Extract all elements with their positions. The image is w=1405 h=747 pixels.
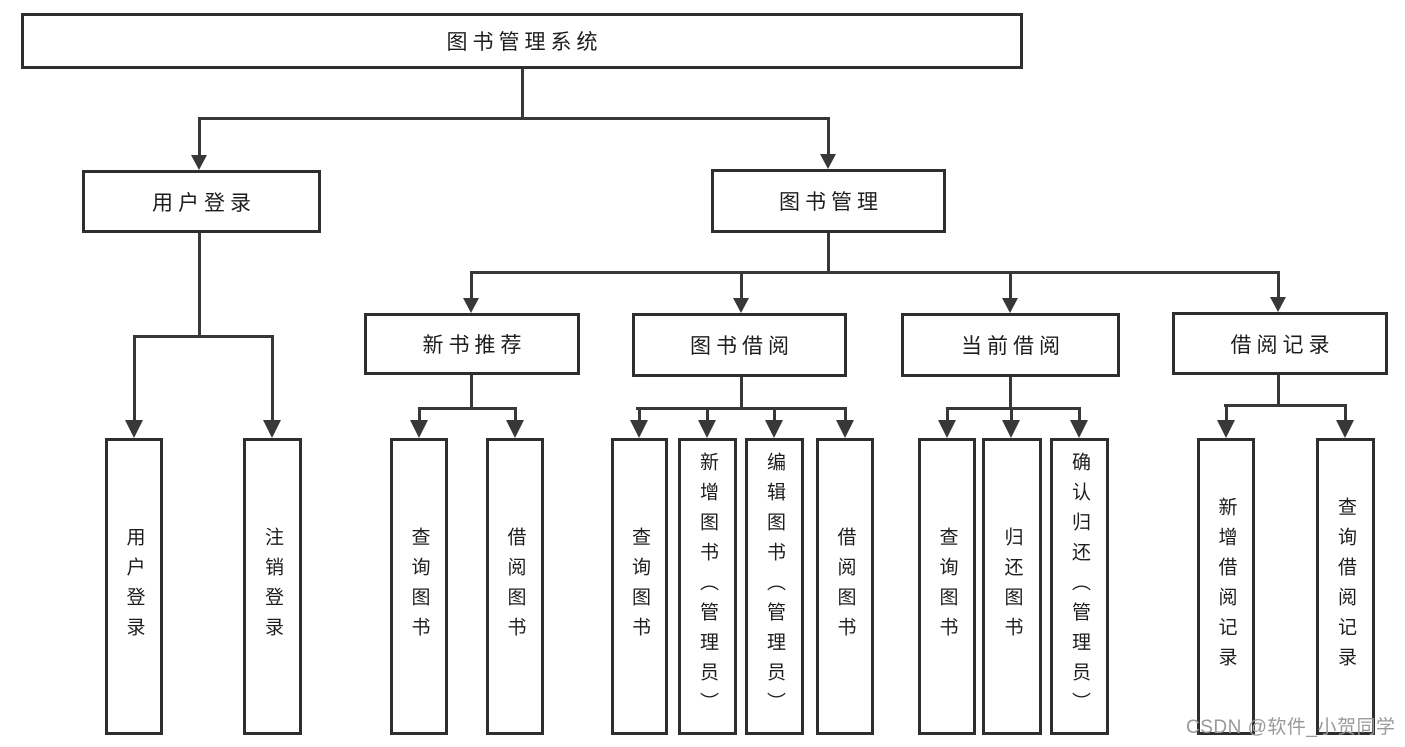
arrowhead-down-icon — [125, 420, 143, 438]
node-label: 图书管理 — [779, 191, 883, 214]
connector-line — [740, 271, 743, 300]
leaf-return-books: 归还图书 — [982, 438, 1042, 735]
node-label: 新书推荐 — [422, 334, 527, 357]
node-label: 借阅图书 — [504, 526, 526, 647]
arrowhead-down-icon — [1270, 297, 1286, 312]
leaf-borrow-books-recommend: 借阅图书 — [486, 438, 544, 735]
arrowhead-down-icon — [820, 154, 836, 169]
node-new-book-recommendation: 新书推荐 — [364, 313, 580, 375]
leaf-query-books-borrow: 查询图书 — [611, 438, 668, 735]
arrowhead-down-icon — [630, 420, 648, 438]
connector-line — [271, 336, 274, 422]
connector-line — [470, 271, 473, 300]
leaf-edit-book-admin: 编辑图书（管理员） — [745, 438, 804, 735]
connector-line — [470, 271, 1280, 274]
node-label: 用户登录 — [152, 191, 256, 215]
connector-line — [1277, 375, 1280, 406]
arrowhead-down-icon — [836, 420, 854, 438]
node-label: 编辑图书（管理员） — [764, 451, 785, 722]
node-label: 用户登录 — [123, 526, 145, 647]
node-current-borrowing: 当前借阅 — [901, 313, 1120, 377]
arrowhead-down-icon — [1070, 420, 1088, 438]
arrowhead-down-icon — [765, 420, 783, 438]
connector-line — [844, 407, 847, 421]
connector-line — [198, 117, 830, 120]
connector-line — [133, 335, 274, 338]
node-label: 归还图书 — [1001, 526, 1023, 647]
connector-line — [946, 407, 1080, 410]
node-book-borrowing: 图书借阅 — [632, 313, 847, 377]
node-user-login: 用户登录 — [82, 170, 321, 233]
node-label: 借阅图书 — [834, 526, 856, 647]
connector-line — [418, 407, 517, 410]
node-label: 确认归还（管理员） — [1069, 451, 1090, 722]
node-label: 查询图书 — [629, 526, 650, 647]
connector-line — [1224, 404, 1346, 407]
leaf-query-books-current: 查询图书 — [918, 438, 976, 735]
connector-line — [706, 407, 709, 421]
arrowhead-down-icon — [506, 420, 524, 438]
arrowhead-down-icon — [1002, 420, 1020, 438]
node-label: 图书管理系统 — [446, 31, 603, 54]
leaf-logout: 注销登录 — [243, 438, 302, 735]
node-label: 查询图书 — [408, 526, 430, 647]
arrowhead-down-icon — [1002, 298, 1018, 313]
leaf-query-borrow-record: 查询借阅记录 — [1316, 438, 1375, 735]
node-label: 注销登录 — [262, 526, 283, 647]
node-label: 新增图书（管理员） — [697, 451, 718, 722]
arrowhead-down-icon — [1336, 420, 1354, 438]
connector-line — [1078, 407, 1081, 421]
connector-line — [1009, 271, 1012, 300]
connector-line — [418, 407, 421, 421]
node-label: 查询借阅记录 — [1335, 496, 1356, 677]
node-label: 当前借阅 — [961, 335, 1065, 358]
watermark: CSDN @软件_小贺同学 — [1186, 717, 1396, 738]
connector-line — [946, 407, 949, 421]
node-label: 查询图书 — [936, 526, 958, 647]
connector-line — [514, 407, 517, 421]
connector-line — [198, 117, 201, 155]
node-label: 借阅记录 — [1230, 333, 1335, 357]
connector-line — [198, 233, 201, 336]
node-library-system: 图书管理系统 — [21, 13, 1023, 69]
arrowhead-down-icon — [698, 420, 716, 438]
arrowhead-down-icon — [191, 155, 207, 170]
connector-line — [827, 117, 830, 155]
connector-line — [827, 233, 830, 273]
connector-line — [1225, 404, 1228, 421]
node-borrowing-records: 借阅记录 — [1172, 312, 1388, 375]
node-label: 新增借阅记录 — [1215, 496, 1237, 677]
connector-line — [133, 336, 136, 422]
leaf-query-books-recommend: 查询图书 — [390, 438, 448, 735]
arrowhead-down-icon — [733, 298, 749, 313]
arrowhead-down-icon — [1217, 420, 1235, 438]
arrowhead-down-icon — [263, 420, 281, 438]
connector-line — [740, 377, 743, 408]
connector-line — [470, 375, 473, 408]
connector-line — [638, 407, 641, 421]
connector-line — [1344, 404, 1347, 421]
connector-line — [1277, 271, 1280, 300]
arrowhead-down-icon — [410, 420, 428, 438]
connector-line — [636, 407, 847, 410]
connector-line — [1009, 377, 1012, 408]
arrowhead-down-icon — [938, 420, 956, 438]
arrowhead-down-icon — [463, 298, 479, 313]
node-label: 图书借阅 — [690, 335, 794, 358]
leaf-user-login: 用户登录 — [105, 438, 163, 735]
leaf-borrow-books: 借阅图书 — [816, 438, 874, 735]
node-book-management: 图书管理 — [711, 169, 946, 233]
leaf-add-borrow-record: 新增借阅记录 — [1197, 438, 1255, 735]
leaf-confirm-return-admin: 确认归还（管理员） — [1050, 438, 1109, 735]
connector-line — [773, 407, 776, 421]
connector-line — [1010, 407, 1013, 421]
leaf-add-book-admin: 新增图书（管理员） — [678, 438, 737, 735]
connector-line — [521, 69, 524, 117]
